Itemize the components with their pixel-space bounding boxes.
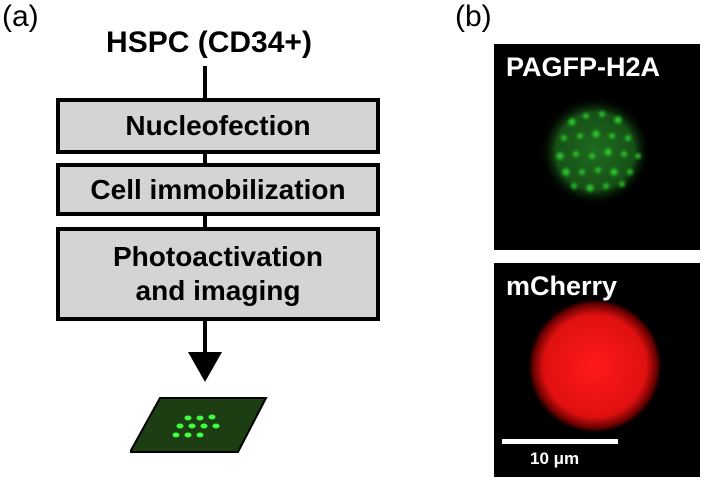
fluorescent-spot [583, 113, 589, 119]
fluorescent-spots [556, 111, 641, 192]
cell-dot [196, 432, 204, 438]
fluorescent-spot [604, 148, 612, 156]
red-cell-image [527, 298, 663, 434]
micrograph-pagfp: PAGFP-H2A [494, 44, 700, 250]
fluorescent-spot [595, 167, 601, 173]
micrograph-mcherry: mCherry 10 μm [494, 263, 700, 477]
micrograph-label: mCherry [506, 271, 618, 301]
fluorescent-spot [556, 152, 564, 160]
fluorescent-spot [614, 116, 622, 124]
fluorescent-spot [561, 135, 567, 141]
slide-icon [130, 397, 268, 453]
cell-dot [176, 423, 184, 429]
step-label: Photoactivation and imaging [112, 241, 323, 306]
fluorescent-spot [589, 153, 595, 159]
scale-bar [502, 439, 618, 444]
cell-dots [172, 414, 220, 438]
fluorescent-spot [610, 168, 618, 176]
nucleus-glow [539, 96, 651, 206]
fluorescent-spot [627, 169, 633, 175]
step-box-immobilization: Cell immobilization [56, 163, 380, 216]
step-label: Cell immobilization [90, 173, 346, 205]
fluorescent-spot [577, 133, 583, 139]
fluorescent-spot [621, 151, 627, 157]
connector-line [203, 66, 207, 98]
cell-glow [527, 298, 663, 434]
fluorescent-spot [603, 183, 609, 189]
fluorescent-spot [592, 130, 600, 138]
cell-dot [212, 423, 220, 429]
cell-dot [184, 432, 192, 438]
fluorescent-spot [568, 118, 576, 126]
fluorescent-spot [609, 133, 615, 139]
cell-dot [200, 423, 208, 429]
fluorescent-spot [586, 184, 594, 192]
down-arrow-icon [188, 352, 222, 382]
cell-dot [188, 423, 196, 429]
fluorescent-spot [635, 153, 641, 159]
cell-dot [184, 415, 192, 421]
cell-dot [208, 414, 216, 420]
fluorescent-spot [579, 169, 585, 175]
flow-title: HSPC (CD34+) [106, 26, 312, 59]
fluorescent-spot [571, 183, 577, 189]
slide-plate [130, 397, 268, 453]
step-box-nucleofection: Nucleofection [56, 98, 380, 154]
cell-dot [196, 415, 204, 421]
connector-line [203, 154, 207, 163]
fluorescent-spot [619, 181, 625, 187]
step-box-photoactivation: Photoactivation and imaging [56, 227, 380, 321]
connector-line [203, 216, 207, 227]
green-nucleus-image [539, 96, 651, 206]
fluorescent-spot [625, 135, 631, 141]
fluorescent-spot [573, 151, 579, 157]
arrow-shaft [203, 321, 207, 355]
fluorescent-spot [562, 168, 570, 176]
fluorescent-spot [599, 111, 605, 117]
scale-bar-label: 10 μm [530, 449, 580, 468]
cell-dot [172, 432, 180, 438]
panel-b-label: (b) [455, 0, 492, 33]
micrograph-label: PAGFP-H2A [506, 52, 661, 82]
panel-a-label: (a) [2, 0, 39, 33]
step-label: Nucleofection [125, 110, 311, 141]
